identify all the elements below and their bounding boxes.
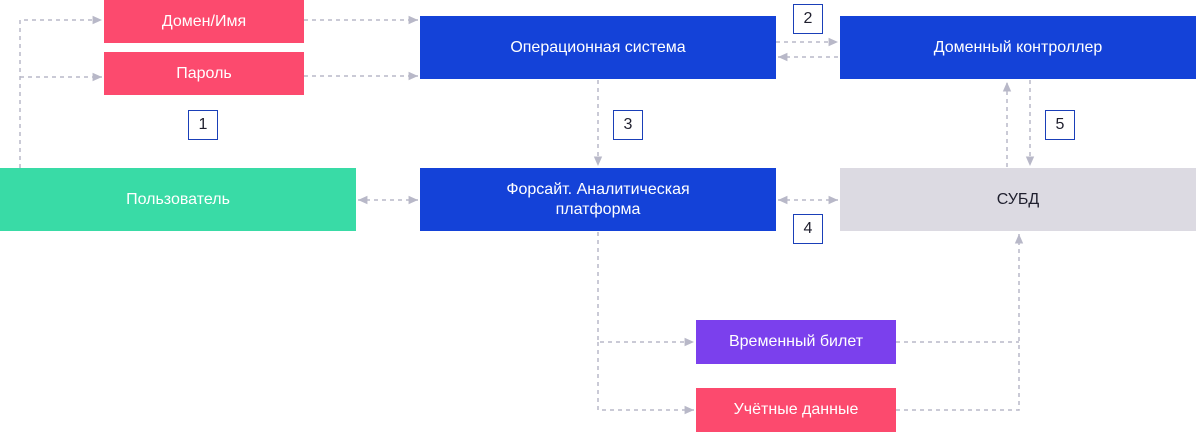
password-box: Пароль (104, 52, 304, 95)
user-label: Пользователь (126, 190, 230, 208)
os-box: Операционная система (420, 16, 776, 79)
step-badge-4: 4 (793, 214, 823, 244)
step-badge-5: 5 (1045, 110, 1075, 140)
domain-name-box: Домен/Имя (104, 0, 304, 43)
os-label: Операционная система (510, 38, 686, 56)
connector-credentials-to-dbms (896, 234, 1024, 411)
domain-controller-box: Доменный контроллер (840, 16, 1196, 79)
user-box: Пользователь (0, 168, 356, 231)
connector-user-to-domain-name (19, 15, 102, 168)
temp-ticket-box: Временный билет (696, 320, 896, 364)
step-badge-2: 2 (793, 4, 823, 34)
connector-platform-to-credentials (597, 342, 694, 415)
domain-name-label: Домен/Имя (161, 12, 247, 30)
connector-platform-to-temp-ticket (597, 232, 694, 347)
domain-controller-label: Доменный контроллер (933, 38, 1103, 56)
credentials-box: Учётные данные (696, 388, 896, 432)
step-badge-3: 3 (613, 110, 643, 140)
platform-label: Форсайт. Аналитическая платформа (506, 180, 690, 218)
platform-box: Форсайт. Аналитическая платформа (420, 168, 776, 231)
temp-ticket-label: Временный билет (728, 333, 864, 350)
dbms-label: СУБД (996, 190, 1040, 208)
step-badge-1: 1 (188, 110, 218, 140)
password-label: Пароль (176, 64, 232, 82)
credentials-label: Учётные данные (733, 401, 859, 418)
dbms-box: СУБД (840, 168, 1196, 231)
